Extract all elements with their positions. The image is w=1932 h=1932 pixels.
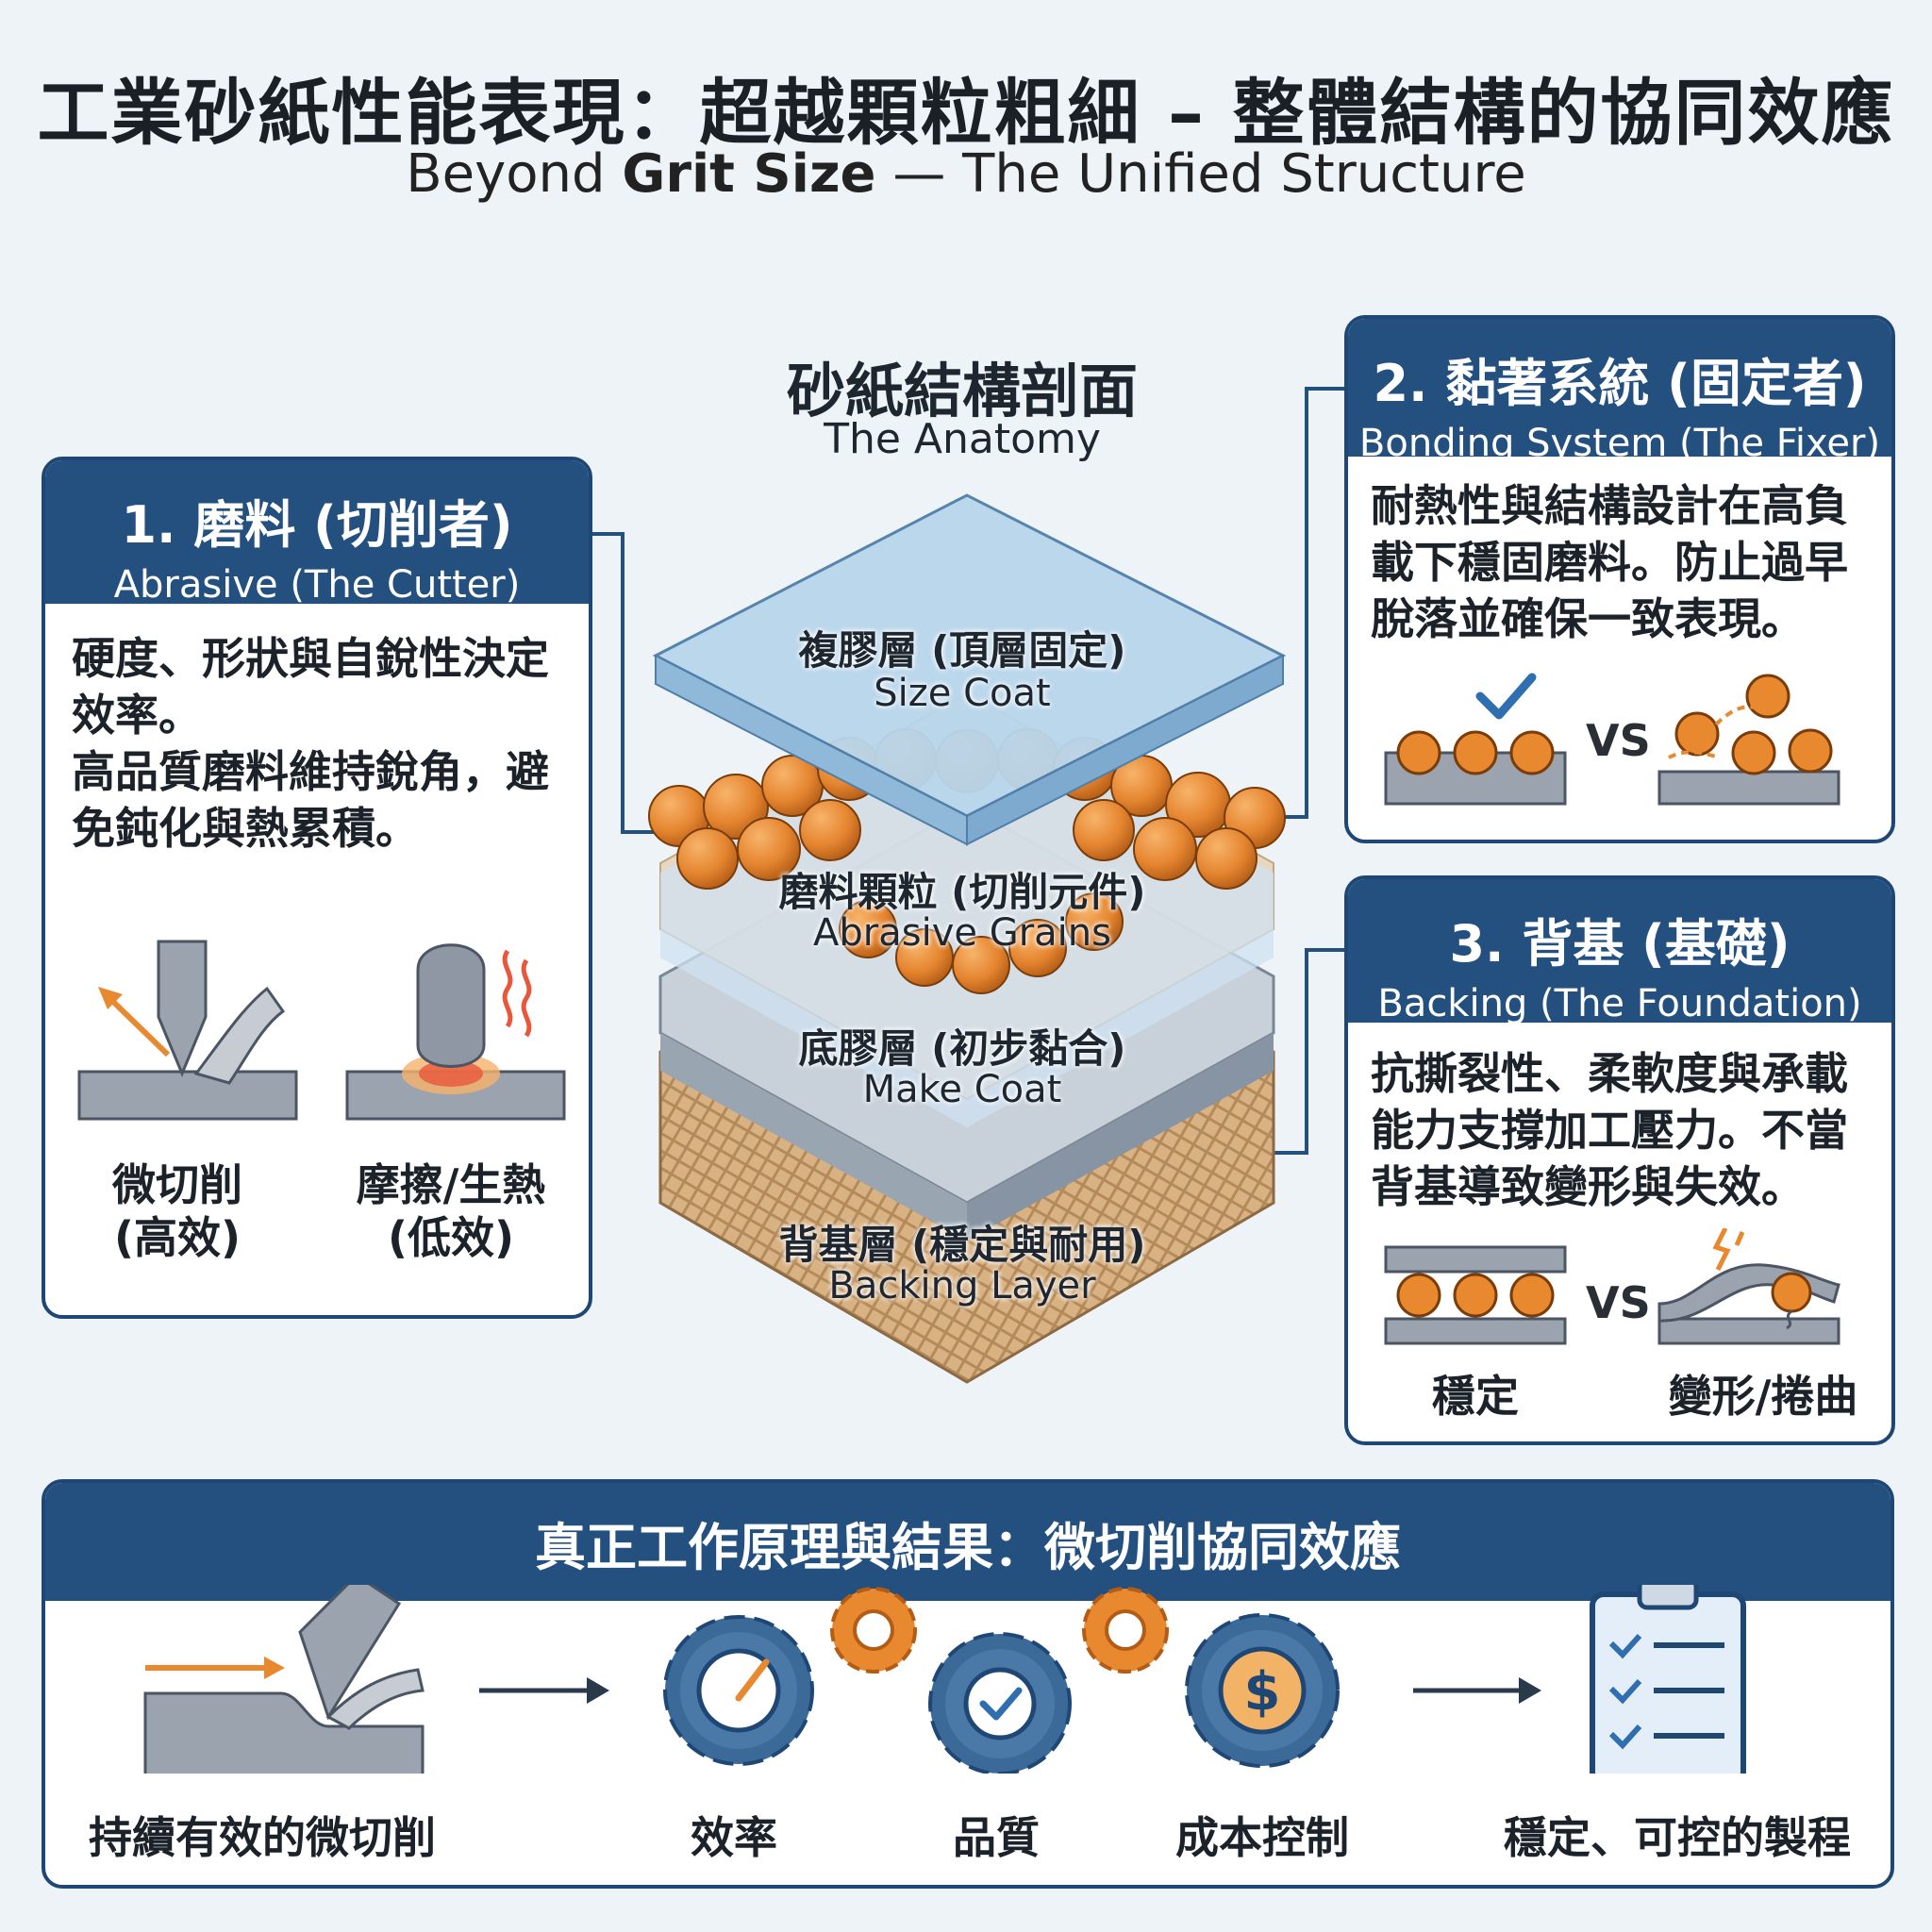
panel-backing-line: 抗撕裂性、柔軟度與承載 [1371, 1048, 1848, 1099]
page-subtitle: Beyond Grit Size — The Unified Structure [0, 143, 1932, 205]
panel-abrasive-title: 1. 磨料 (切削者) [121, 495, 513, 555]
subtitle-bold: Grit Size [622, 143, 876, 205]
speedometer-gear-icon [663, 1615, 814, 1766]
vs-label: VS [1586, 715, 1651, 766]
svg-text:$: $ [1244, 1661, 1281, 1723]
vs-label: VS [1586, 1277, 1651, 1328]
layer-label-make-coat-zh: 底膠層 (初步黏合) [798, 1025, 1126, 1072]
arrow-right-icon [1413, 1677, 1541, 1704]
backing-comparison-illustration [1384, 1228, 1840, 1345]
checkmark-gear-icon [928, 1632, 1072, 1774]
heat-wave-icon [502, 949, 532, 1038]
layer-label-grains-en: Abrasive Grains [813, 911, 1111, 955]
cutting-comparison-illustration [77, 940, 566, 1121]
panel-abrasive-header: 1. 磨料 (切削者) Abrasive (The Cutter) [45, 460, 589, 607]
layer-stack-illustration [648, 493, 1287, 1384]
flow-label-quality: 品質 [953, 1812, 1040, 1863]
panel-backing-body: 抗撕裂性、柔軟度與承載 能力支撐加工壓力。不當 背基導致變形與失效。 [1371, 1045, 1880, 1215]
caption-micro-cutting: 微切削 (高效) [83, 1158, 272, 1264]
crack-spark-icon [1712, 1228, 1745, 1272]
panel-backing-line: 能力支撐加工壓力。不當 [1371, 1105, 1848, 1156]
bonding-comparison-illustration [1384, 673, 1840, 806]
caption-line: (低效) [387, 1212, 515, 1263]
panel-bonding-line: 載下穩固磨料。防止過早 [1371, 537, 1848, 588]
layer-label-backing-en: Backing Layer [828, 1264, 1096, 1307]
panel-backing-title: 3. 背基 (基礎) [1449, 914, 1790, 974]
panel-backing-line: 背基導致變形與失效。 [1371, 1161, 1805, 1212]
panel-abrasive-body: 硬度、形狀與自銳性決定 效率。 高品質磨料維持銳角，避 免鈍化與熱累積。 [72, 630, 581, 857]
panel-backing-header: 3. 背基 (基礎) Backing (The Foundation) [1348, 879, 1891, 1025]
layer-label-grains-zh: 磨料顆粒 (切削元件) [778, 869, 1146, 915]
small-orange-gear-icon [830, 1587, 917, 1674]
page-title: 工業砂紙性能表現：超越顆粒粗細 – 整體結構的協同效應 [37, 71, 1895, 155]
sharp-grain-icon [157, 940, 208, 1077]
chip-curl-icon [193, 986, 286, 1085]
orange-arrow-icon [98, 987, 171, 1058]
anatomy-title: 砂紙結構剖面 [786, 357, 1138, 425]
layer-label-backing-zh: 背基層 (穩定與耐用) [778, 1222, 1146, 1268]
size-coat-shape [652, 493, 1287, 846]
panel-bonding-title: 2. 黏著系統 (固定者) [1373, 354, 1867, 413]
dollar-gear-icon: $ [1185, 1613, 1340, 1768]
panel-abrasive-line: 硬度、形狀與自銳性決定 [72, 633, 549, 684]
caption-line: (高效) [113, 1212, 242, 1263]
clipboard-checklist-icon [1590, 1585, 1746, 1774]
panel-abrasive: 1. 磨料 (切削者) Abrasive (The Cutter) 硬度、形狀與… [42, 457, 592, 1319]
panel-bonding-subtitle: Bonding System (The Fixer) [1358, 422, 1881, 465]
anatomy-subtitle: The Anatomy [824, 415, 1101, 463]
layer-label-size-coat-en: Size Coat [874, 672, 1051, 715]
layer-label-size-coat-zh: 複膠層 (頂層固定) [798, 627, 1126, 674]
subtitle-suffix: — The Unified Structure [875, 143, 1526, 205]
panel-abrasive-line: 免鈍化與熱累積。 [72, 803, 419, 854]
panel-abrasive-line: 高品質磨料維持銳角，避 [72, 746, 549, 797]
check-icon [1475, 673, 1537, 720]
panel-backing-subtitle: Backing (The Foundation) [1377, 982, 1862, 1025]
panel-backing: 3. 背基 (基礎) Backing (The Foundation) 抗撕裂性… [1344, 875, 1895, 1445]
micro-cutting-icon [143, 1585, 425, 1774]
caption-deformed: 變形/捲曲 [1668, 1371, 1858, 1422]
caption-stable: 穩定 [1432, 1371, 1519, 1422]
panel-abrasive-line: 效率。 [72, 690, 202, 741]
panel-bonding-body: 耐熱性與結構設計在高負 載下穩固磨料。防止過早 脫落並確保一致表現。 [1371, 477, 1880, 647]
panel-abrasive-subtitle: Abrasive (The Cutter) [113, 563, 521, 607]
caption-line: 摩擦/生熱 [356, 1159, 546, 1210]
caption-line: 微切削 [112, 1159, 242, 1210]
small-orange-gear-icon [1082, 1587, 1169, 1674]
synergy-flow-illustration: $ [143, 1585, 1746, 1774]
flow-label-efficiency: 效率 [691, 1812, 777, 1863]
working-principle-title: 真正工作原理與結果：微切削協同效應 [45, 1483, 1890, 1601]
panel-bonding-line: 耐熱性與結構設計在高負 [1371, 480, 1848, 531]
flow-label-cost-control: 成本控制 [1175, 1812, 1349, 1863]
caption-friction-heat: 摩擦/生熱 (低效) [338, 1158, 564, 1264]
subtitle-prefix: Beyond [406, 143, 623, 205]
panel-bonding: 2. 黏著系統 (固定者) Bonding System (The Fixer)… [1344, 315, 1895, 843]
panel-working-principle: 真正工作原理與結果：微切削協同效應 [42, 1479, 1894, 1889]
flow-label-stable-process: 穩定、可控的製程 [1504, 1812, 1851, 1863]
dull-grain-icon [416, 943, 486, 1068]
flow-label-micro-cutting: 持續有效的微切削 [89, 1812, 436, 1863]
arrow-right-icon [479, 1677, 609, 1704]
layer-label-make-coat-en: Make Coat [862, 1068, 1062, 1111]
panel-bonding-header: 2. 黏著系統 (固定者) Bonding System (The Fixer) [1348, 319, 1891, 465]
panel-bonding-line: 脫落並確保一致表現。 [1371, 593, 1805, 644]
